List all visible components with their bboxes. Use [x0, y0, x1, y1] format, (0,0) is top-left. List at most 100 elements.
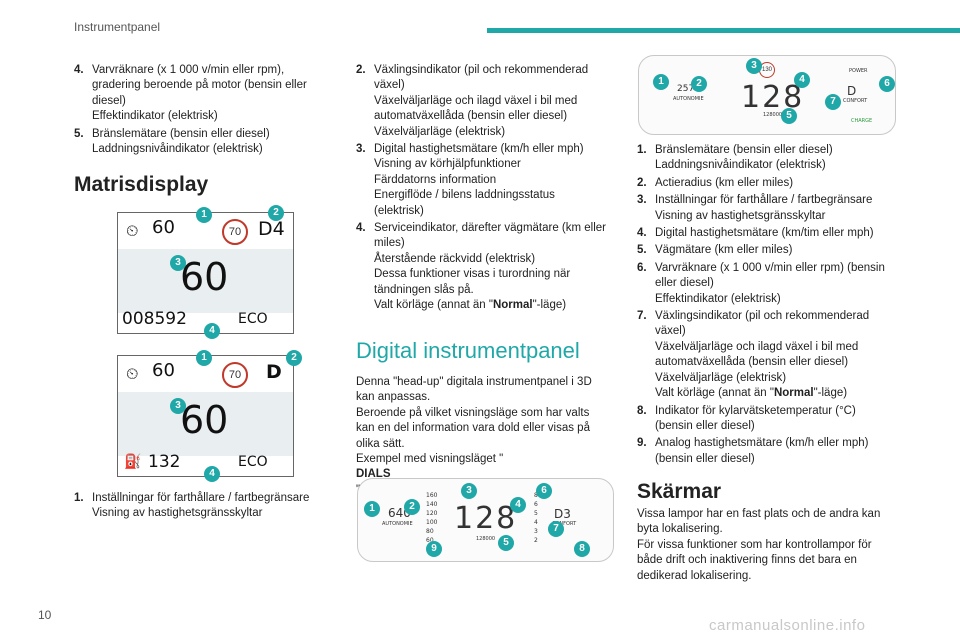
paragraph-line: För vissa funktioner som har kontrollamp… — [637, 538, 872, 551]
item-text: växel) — [374, 79, 405, 92]
item-text: Växelväljarläge och ilagd växel i bil me… — [374, 94, 578, 107]
item-text: Växlingsindikator (pil och rekommenderad — [374, 64, 589, 76]
digital-speed: 128 — [454, 501, 518, 536]
paragraph-line: Vissa lampor har en fast plats och de an… — [637, 508, 881, 520]
item-text: växel) — [655, 325, 686, 338]
callout-badge: 3 — [170, 398, 186, 414]
page-number: 10 — [38, 608, 52, 622]
charge-label: CHARGE — [851, 118, 873, 124]
speedometer-icon: ⏲ — [126, 221, 139, 240]
item-text: Valt körläge (annat än "Normal"-läge) — [655, 387, 848, 400]
item-text: gradering beroende på motor (bensin elle… — [92, 79, 307, 92]
gear-indicator: D3 — [554, 507, 571, 521]
odometer-value: 008592 — [122, 309, 187, 329]
speedometer-icon: ⏲ — [126, 364, 139, 383]
item-text: Laddningsnivåindikator (elektrisk) — [92, 143, 263, 156]
cruise-speed: 60 — [152, 217, 175, 238]
intro-paragraph: Denna "head-up" digitala instrumentpanel… — [356, 375, 621, 498]
paragraph-line: Beroende på vilket visningsläge som har … — [356, 406, 590, 419]
item-text: Effektindikator (elektrisk) — [655, 292, 781, 305]
list-item: 9.Analog hastighetsmätare (km/h eller mp… — [637, 436, 907, 467]
section-heading-skarmar: Skärmar — [637, 480, 722, 503]
item-text: Växlingsindikator (pil och rekommenderad — [655, 310, 870, 323]
item-number: 8. — [637, 404, 647, 417]
item-text: Visning av hastighetsgränsskyltar — [655, 209, 826, 222]
callout-badge: 3 — [170, 255, 186, 271]
item-text: eller diesel) — [655, 277, 714, 290]
callout-badge: 9 — [426, 541, 442, 557]
odometer-value: 128000 — [763, 112, 783, 118]
callout-badge: 4 — [204, 466, 220, 482]
item-number: 5. — [74, 127, 84, 140]
callout-badge: 1 — [653, 74, 669, 90]
item-text: (elektrisk) — [374, 204, 424, 217]
item-number: 3. — [356, 143, 366, 156]
gear-indicator: D — [266, 361, 282, 383]
item-text: automatväxellåda (bensin eller diesel) — [655, 356, 849, 369]
drive-mode: CONFORT — [552, 521, 577, 527]
item-text: Actieradius (km eller miles) — [655, 176, 794, 189]
callout-badge: 2 — [268, 205, 284, 221]
matrix-display-gear: ⏲ 60 70 D4 60 008592 ECO 1 2 3 4 — [117, 205, 294, 339]
list-item: 1. Inställningar för farthållare / fartbe… — [74, 491, 329, 522]
power-label: POWER — [849, 68, 868, 74]
item-text: Färddatorns information — [374, 173, 497, 186]
callout-badge: 4 — [204, 323, 220, 339]
item-text: Återstående räckvidd (elektrisk) — [374, 252, 536, 265]
item-number: 9. — [637, 437, 647, 450]
gear-indicator: D — [847, 84, 857, 98]
list-item: 8. Indikator för kylarvätsketemperatur (°… — [637, 404, 907, 435]
callout-badge: 3 — [746, 58, 762, 74]
section-heading-matrisdisplay: Matrisdisplay — [74, 173, 209, 196]
callout-badge: 7 — [825, 94, 841, 110]
item-text: Växelväljarläge och ilagd växel i bil me… — [655, 340, 859, 353]
item-number: 4. — [74, 64, 84, 76]
matrix-display-range: ⏲ 60 70 D 60 ⛽ 132 ECO 1 2 3 4 — [117, 350, 302, 482]
item-number: 3. — [637, 194, 647, 207]
range-label: AUTONOMIE — [673, 96, 704, 102]
item-text: Varvräknare (x 1 000 v/min eller rpm) (b… — [655, 261, 885, 274]
fuel-pump-icon: ⛽ — [124, 454, 142, 470]
gear-indicator: D4 — [258, 218, 285, 240]
item-text: Laddningsnivåindikator (elektrisk) — [655, 159, 826, 172]
digital-cluster-head-up: 257 AUTONOMIE 130 128 128000 POWER D CON… — [638, 55, 896, 135]
paragraph-line: kan anpassas. — [356, 391, 431, 404]
item-text: tändningen slås på. — [374, 283, 474, 296]
list-item: 4.Serviceindikator, därefter vägmätare (… — [356, 221, 621, 313]
list-item: 3. Inställningar för farthållare / fartbe… — [637, 193, 907, 224]
item-text: Serviceindikator, därefter vägmätare (km… — [374, 222, 607, 235]
item-number: 1. — [74, 492, 84, 504]
item-text: (bensin eller diesel) — [655, 419, 755, 432]
paragraph-line: dedikerad lokalisering. — [637, 569, 752, 582]
callout-badge: 2 — [691, 76, 707, 92]
item-list-top: 4. Varvräknare (x 1 000 v/min eller rpm),… — [74, 63, 329, 159]
item-text: Energiflöde / bilens laddningsstatus — [374, 189, 555, 202]
odometer-value: 128000 — [476, 536, 496, 542]
item-text: Växelväljarläge (elektrisk) — [374, 125, 506, 138]
item-text: diesel) — [92, 94, 126, 107]
item-text: Digital hastighetsmätare (km/tim eller m… — [655, 227, 874, 240]
item-text: Inställningar för farthållare / fartbegr… — [92, 492, 310, 504]
item-text: (bensin eller diesel) — [655, 452, 755, 465]
item-text: Varvräknare (x 1 000 v/min eller rpm), — [92, 64, 285, 76]
paragraph-line: Denna "head-up" digitala instrumentpanel… — [356, 376, 592, 388]
item-number: 2. — [637, 176, 647, 189]
item-text: Inställningar för farthållare / fartbegr… — [655, 194, 873, 207]
item-text: miles) — [374, 237, 405, 250]
speed-limit-sign: 70 — [222, 219, 248, 245]
running-header-title: Instrumentpanel — [74, 20, 161, 34]
paragraph-line: kan en del information vara dold eller v… — [356, 422, 590, 435]
callout-badge: 4 — [794, 72, 810, 88]
digital-speed: 60 — [180, 255, 229, 299]
item-text: Visning av körhjälpfunktioner — [374, 158, 521, 171]
item-text: Indikator för kylarvätsketemperatur (°C) — [655, 404, 856, 417]
callout-badge: 1 — [364, 501, 380, 517]
callout-badge: 4 — [510, 497, 526, 513]
header-accent-bar — [487, 28, 960, 33]
watermark: carmanualsonline.info — [709, 617, 866, 634]
item-list-col3: 1.Bränslemätare (bensin eller diesel)Lad… — [637, 143, 907, 469]
list-item: 5.Bränslemätare (bensin eller diesel)Lad… — [74, 127, 329, 158]
list-item: 7.Växlingsindikator (pil och rekommender… — [637, 309, 907, 401]
drive-mode: ECO — [238, 311, 268, 327]
